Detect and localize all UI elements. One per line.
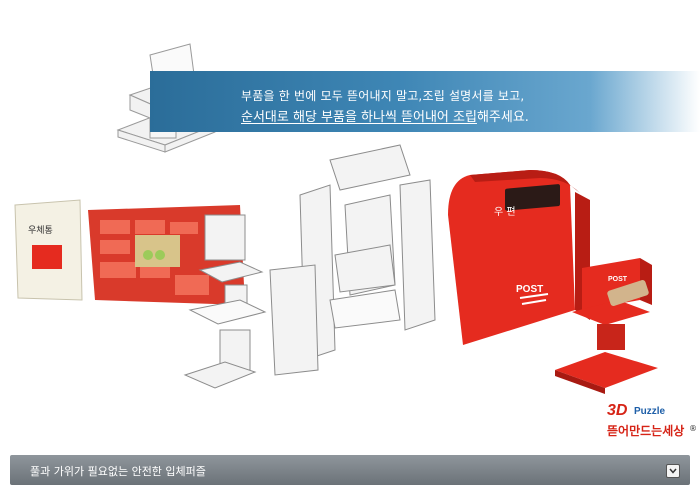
sheet-title: 우체통 — [28, 225, 53, 236]
chevron-down-icon — [669, 468, 677, 474]
instruction-line-1: 부품을 한 번에 모두 뜯어내지 말고,조립 설명서를 보고, — [241, 89, 525, 103]
instruction-banner: 부품을 한 번에 모두 뜯어내지 말고,조립 설명서를 보고, 순서대로 해당 … — [150, 71, 700, 132]
instruction-line-2: 순서대로 해당 부품을 하나씩 뜯어내어 조립해주세요. — [241, 106, 529, 125]
expand-button[interactable] — [666, 464, 680, 478]
assembly-illustration: 우체통 우 편 POST POST — [14, 43, 658, 394]
caption-bar: 풀과 가위가 필요없는 안전한 입체퍼즐 — [10, 455, 690, 485]
brand-logo: 3D Puzzle 뜯어만드는세상 ® — [605, 402, 697, 442]
red-mailbox: 우 편 POST — [448, 170, 590, 345]
caption-text: 풀과 가위가 필요없는 안전한 입체퍼즐 — [30, 465, 206, 478]
logo-3d: 3D — [607, 402, 628, 419]
instruction-line-2-tail: 해주세요. — [476, 110, 529, 125]
logo-korean: 뜯어만드는세상 — [607, 424, 685, 438]
exploded-parts — [183, 144, 436, 389]
instruction-line-2-main: 순서대로 해당 부품을 하나씩 뜯어내어 조립 — [241, 110, 477, 125]
red-desk: POST — [555, 258, 658, 394]
mailbox-label-post: POST — [516, 284, 543, 295]
logo-registered: ® — [689, 424, 697, 433]
instruction-sheets: 우체통 — [14, 199, 245, 305]
logo-puzzle: Puzzle — [634, 406, 666, 417]
mailbox-label-top: 우 편 — [494, 206, 516, 218]
desk-label-post: POST — [608, 276, 628, 283]
